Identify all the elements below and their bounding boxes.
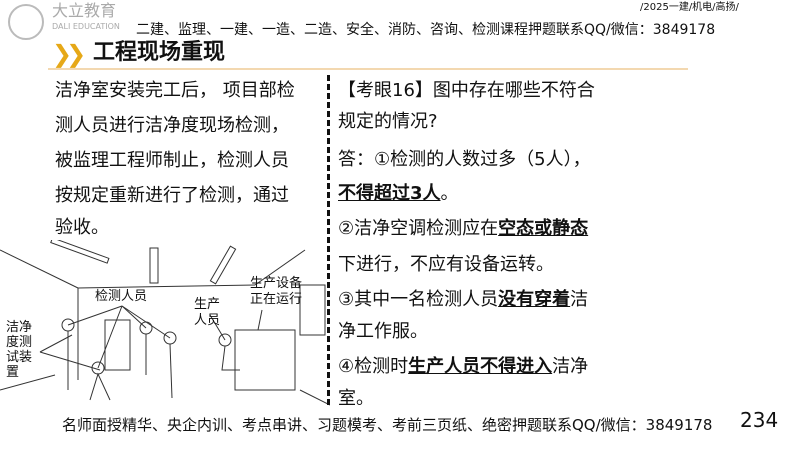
emphasis: 生产人员不得进入 xyxy=(408,356,553,377)
footer-text: 名师面授精华、央企内训、考点串讲、习题模考、考前三页纸、绝密押题联系QQ/微信：… xyxy=(62,416,713,434)
page-number: 234 xyxy=(740,408,779,432)
emphasis: 不得超过3人 xyxy=(338,183,441,204)
question-line: 规定的情况? xyxy=(338,111,438,132)
question-line: 【考眼16】图中存在哪些不符合 xyxy=(338,80,595,101)
answer-line: ②洁净空调检测应在空态或静态 xyxy=(338,214,588,240)
label-device: 洁净度测试装置 xyxy=(6,320,33,380)
left-line: 测人员进行洁净度现场检测， xyxy=(55,115,289,136)
left-line: 验收。 xyxy=(55,217,109,238)
left-line: 洁净室安装完工后， 项目部检 xyxy=(55,80,295,101)
logo-icon xyxy=(8,4,44,40)
left-line: 按规定重新进行了检测，通过 xyxy=(55,185,289,206)
left-line: 被监理工程师制止，检测人员 xyxy=(55,150,289,171)
brand-name: 大立教育 xyxy=(52,1,117,20)
brand-sub: DALI EDUCATION xyxy=(52,22,120,31)
emphasis: 没有穿着 xyxy=(498,289,571,310)
answer-line: 不得超过3人。 xyxy=(338,179,459,205)
chevron-icon: ❯❯ xyxy=(52,40,86,68)
answer-line: 室。 xyxy=(338,388,374,409)
answer-line: 净工作服。 xyxy=(338,321,428,342)
label-workers: 生产人员 xyxy=(194,297,221,328)
text: ③其中一名检测人员 xyxy=(338,289,499,310)
emphasis: 空态或静态 xyxy=(498,218,589,239)
text: ④检测时 xyxy=(338,356,409,377)
person-figure xyxy=(61,318,75,390)
answer-line: ④检测时生产人员不得进入洁净 xyxy=(338,352,588,378)
text: ②洁净空调检测应在 xyxy=(338,218,499,239)
text: 洁净 xyxy=(552,356,589,377)
title-divider xyxy=(48,68,688,70)
label-inspectors: 检测人员 xyxy=(95,289,148,304)
banner-text: 二建、监理、一建、一造、二造、安全、消防、咨询、检测课程押题联系QQ/微信：38… xyxy=(136,22,716,38)
text: 洁 xyxy=(570,289,589,310)
person-figure xyxy=(139,321,153,375)
answer-line: 答：①检测的人数过多（5人）， xyxy=(338,149,591,170)
page-title: 工程现场重现 xyxy=(93,40,226,65)
cleanroom-illustration xyxy=(0,240,330,406)
person-figure xyxy=(218,333,240,371)
course-label: /2025一建/机电/高扬/ xyxy=(640,2,739,13)
text: 。 xyxy=(440,183,459,204)
person-figure xyxy=(163,331,177,399)
label-equipment: 生产设备正在运行 xyxy=(250,276,303,307)
answer-line: ③其中一名检测人员没有穿着洁 xyxy=(338,285,588,311)
answer-line: 下进行，不应有设备运转。 xyxy=(338,254,554,275)
column-separator xyxy=(327,75,330,405)
